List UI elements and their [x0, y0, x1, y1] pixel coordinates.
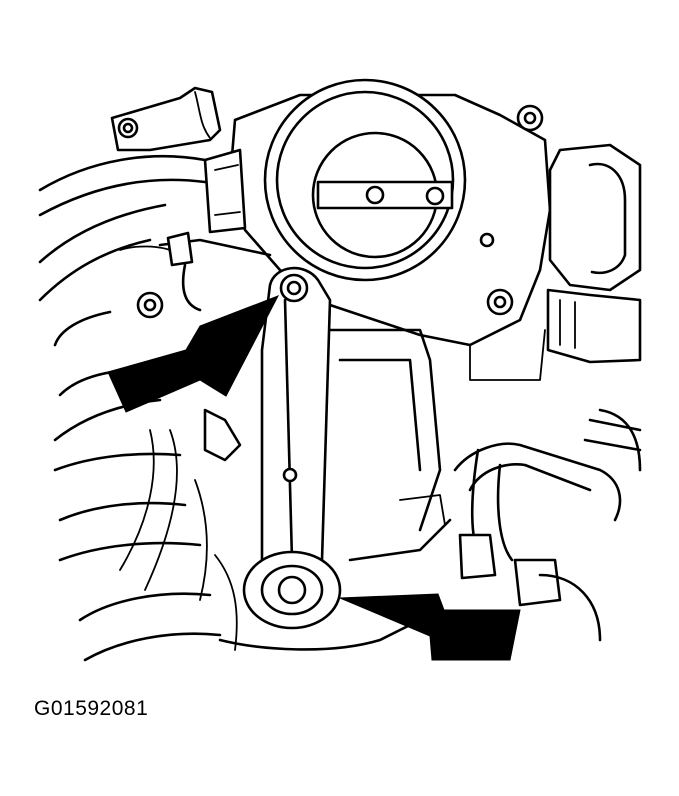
coolant-hoses [453, 418, 642, 642]
upper-bolt-arrow [107, 295, 280, 413]
upper-left-bracket [110, 86, 222, 152]
engine-block-lines [218, 328, 452, 651]
sensor-housing [546, 143, 642, 472]
lower-bolt-arrow [339, 593, 521, 661]
throttle-body-line-drawing [38, 78, 642, 662]
figure-id-label: G01592081 [34, 697, 149, 720]
throttle-body-support-bracket [242, 266, 342, 630]
intake-manifold-lines [38, 155, 238, 662]
wiring [136, 231, 272, 462]
